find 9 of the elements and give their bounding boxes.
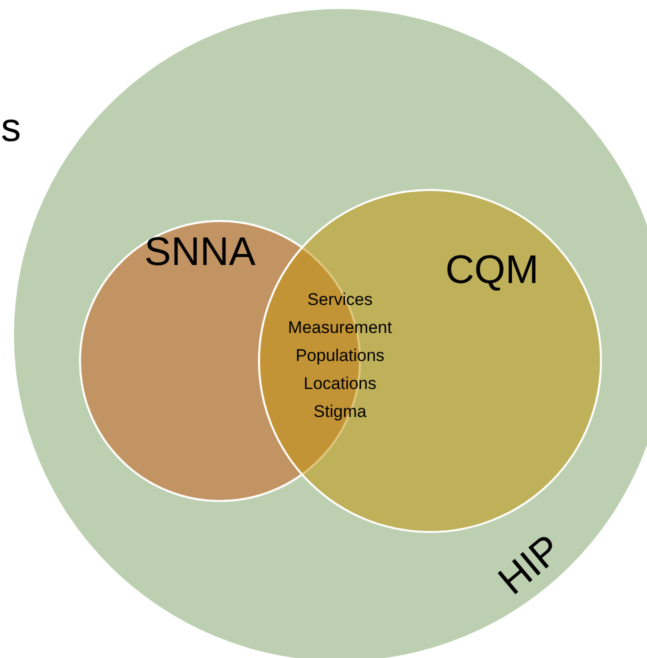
overlap-item: Stigma	[314, 401, 366, 423]
overlap-item: Locations	[304, 373, 376, 395]
circle-label: SNNA	[144, 232, 256, 272]
overlap-item: Services	[307, 289, 373, 311]
circle-label: HIP	[492, 528, 568, 602]
overlap-item: Measurement	[288, 317, 392, 339]
circle-label: CQM	[445, 250, 539, 290]
overlap-item: Populations	[296, 345, 384, 367]
cut-off-text: s	[1, 108, 21, 148]
